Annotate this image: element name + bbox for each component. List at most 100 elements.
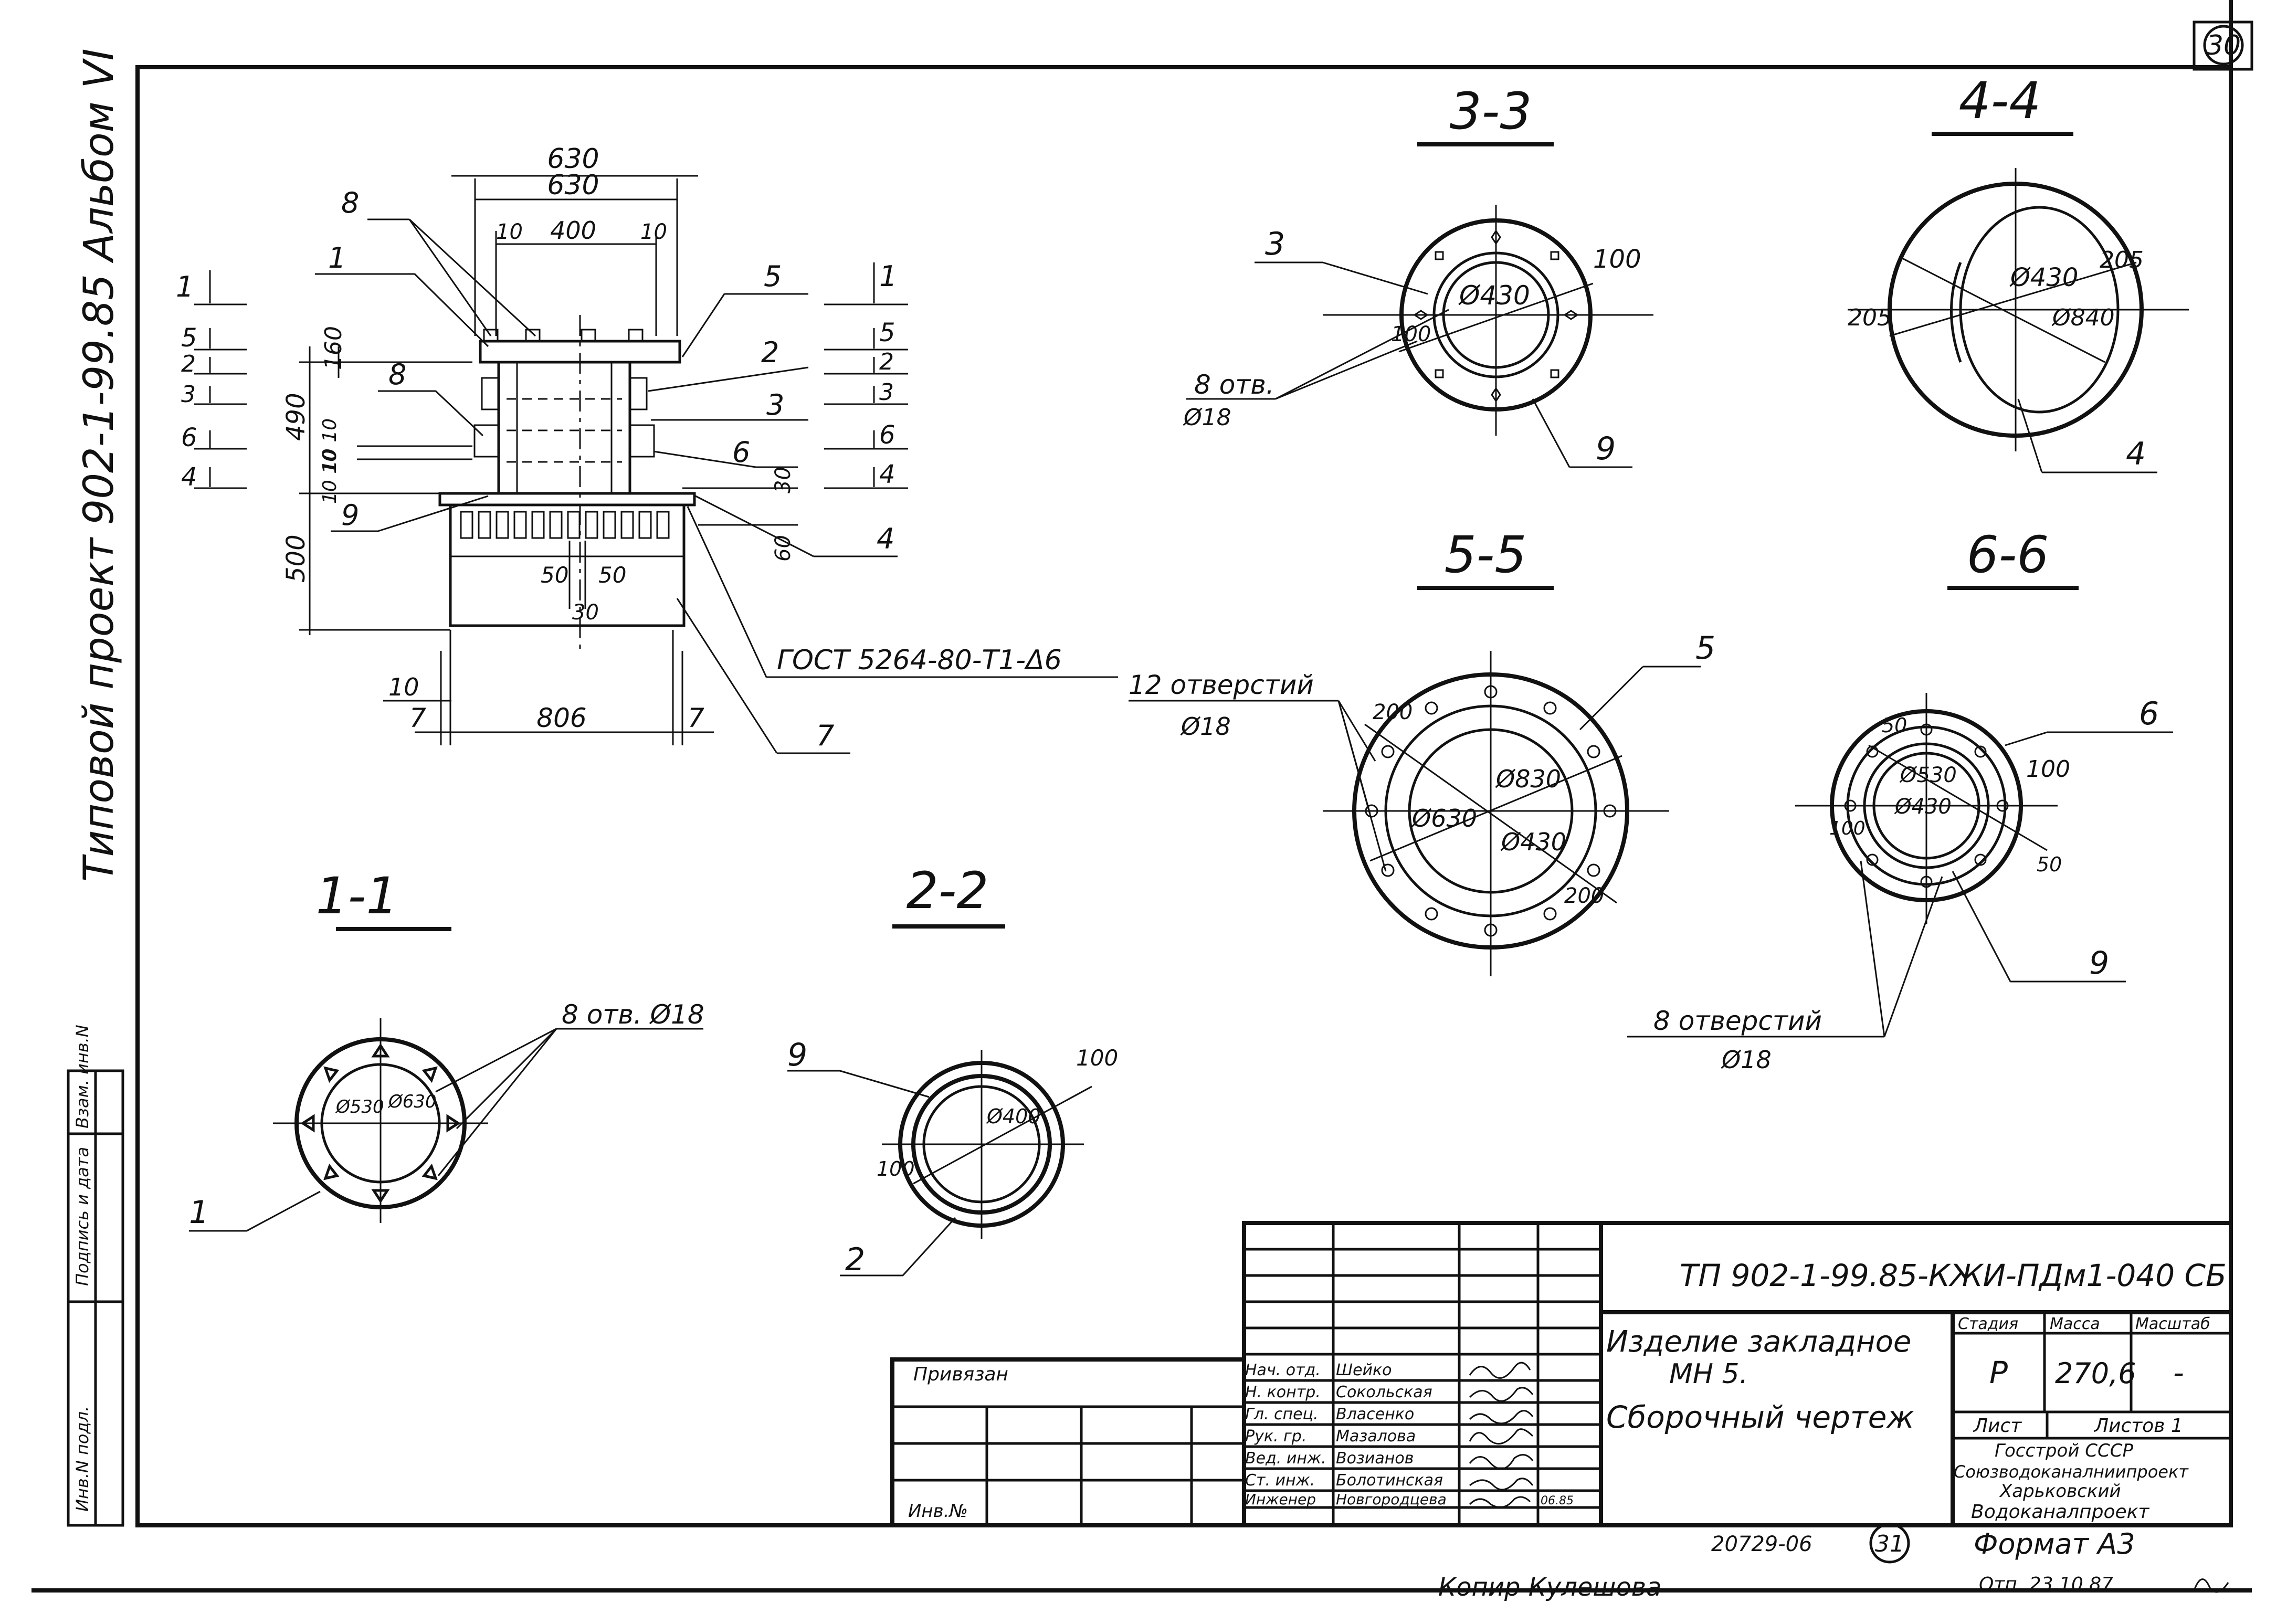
section-mark-right: 4 [879, 460, 895, 489]
dim-label: 400 [550, 216, 596, 245]
footer: 20729-06 31 Формат А3 Копир Кулешова Отп… [1438, 1523, 2229, 1602]
dim-label: Ø430 [1500, 828, 1566, 856]
dim-label: 630 [547, 170, 599, 201]
callout-5: 5 [1695, 630, 1715, 667]
product-code: МН 5. [1669, 1358, 1748, 1390]
dim-label: Ø430 [2009, 263, 2078, 292]
dim-label: 630 [547, 143, 599, 175]
dim-label: Ø430 [1458, 280, 1530, 311]
section-title: 4-4 [1959, 71, 2041, 130]
dim-label: 10 10 [319, 450, 341, 504]
dim-label: 7 [688, 703, 704, 733]
section-5-5: 5-5 Ø830 Ø630 Ø430 200 200 12 отверстий … [1129, 525, 1715, 976]
section-mark-left: 2 [181, 351, 196, 377]
section-1-1: 1-1 Ø530 Ø630 8 отв. Ø18 1 [189, 867, 704, 1232]
dim-label: 50 [598, 562, 626, 588]
weld-note: ГОСТ 5264-80-Т1-Δ6 [777, 645, 1062, 676]
dim-label: 50 [2037, 853, 2062, 876]
section-mark-left: 4 [181, 462, 197, 492]
callout-9: 9 [787, 1037, 807, 1073]
dim-label: Ø400 [986, 1105, 1040, 1128]
section-mark-left: 3 [181, 381, 196, 408]
role-label: Ст. инж. [1245, 1471, 1315, 1490]
role-label: Вед. инж. [1245, 1449, 1326, 1468]
dim-label: 200 [1373, 700, 1413, 724]
org-name: Водоканалпроект [1971, 1501, 2149, 1523]
callout-6: 6 [732, 436, 750, 469]
scale-value: - [2173, 1355, 2184, 1390]
callout-4: 4 [2126, 436, 2146, 472]
section-note: 8 отв. [1194, 370, 1274, 400]
dim-label: 205 [1848, 304, 1892, 331]
dim-label: 100 [2026, 756, 2070, 783]
corner-number-circle [2203, 25, 2244, 66]
footer-check: Отп. 23.10.87 [1979, 1574, 2113, 1595]
stage-value: Р [1989, 1355, 2008, 1390]
dim-label: Ø530 [335, 1096, 384, 1117]
dim-label: Ø840 [2051, 304, 2115, 331]
role-label: Нач. отд. [1245, 1361, 1321, 1379]
callout-1: 1 [328, 241, 346, 275]
section-mark-left: 5 [181, 323, 197, 353]
dim-label: 10 [640, 220, 667, 244]
dim-label: 100 [1391, 322, 1431, 346]
role-label: Н. контр. [1245, 1383, 1321, 1401]
sheet-label: Лист [1973, 1415, 2022, 1437]
dim-label: 160 [320, 326, 347, 370]
role-label: Рук. гр. [1245, 1427, 1306, 1446]
dim-label: Ø630 [1411, 804, 1477, 832]
side-title: Типовой проект 902-1-99.85 Альбом VI [76, 48, 123, 882]
role-label: Инженер [1245, 1491, 1316, 1508]
dim-label: 100 [1076, 1045, 1118, 1071]
callout-8: 8 [341, 186, 359, 219]
callout-5: 5 [764, 260, 782, 293]
dim-label: 100 [1593, 245, 1641, 274]
elevation-view: 630 630 10 400 10 160 490 10 10 10 10 50… [176, 143, 1118, 754]
org-name: Харьковский [1999, 1481, 2121, 1502]
dim-label: 10 [388, 673, 419, 701]
dim-label: Ø430 [1894, 795, 1952, 819]
dim-label: 500 [281, 534, 311, 583]
person-name: Сокольская [1336, 1383, 1432, 1401]
section-mark-right: 1 [879, 260, 897, 293]
person-name: Болотинская [1336, 1471, 1443, 1490]
callout-6: 6 [2139, 695, 2159, 732]
dim-label: 30 [572, 600, 599, 625]
dim-label: 50 [541, 562, 568, 588]
section-2-2: 2-2 Ø400 100 100 9 2 [787, 861, 1118, 1278]
callout-7: 7 [816, 719, 834, 752]
drawing-type: Сборочный чертеж [1606, 1399, 1914, 1435]
person-name: Мазалова [1336, 1427, 1416, 1446]
dim-label: 100 [877, 1157, 915, 1180]
side-stamp-cell: Взам. инв.N [72, 1025, 92, 1129]
callout-2: 2 [761, 336, 779, 369]
signatures [1469, 1362, 1534, 1509]
corner-number: 30 [2206, 30, 2241, 61]
dim-label: 490 [281, 393, 311, 441]
section-title: 5-5 [1445, 525, 1527, 584]
section-mark-right: 3 [879, 379, 894, 406]
person-name: Новгородцева [1336, 1491, 1447, 1508]
dim-label: 10 10 [319, 418, 341, 472]
date-cell: 06.85 [1541, 1494, 1574, 1507]
callout-3: 3 [766, 388, 784, 421]
callout-9: 9 [1596, 430, 1616, 467]
mass-value: 270,6 [2055, 1357, 2136, 1390]
section-note: Ø18 [1721, 1046, 1772, 1074]
callout-2: 2 [845, 1241, 865, 1278]
section-title: 3-3 [1450, 82, 1532, 141]
title-block: Привязан Инв.№ Нач. отд. Н. контр. Гл. с… [890, 1221, 2233, 1527]
section-note: Ø18 [1180, 712, 1231, 741]
dim-label: 100 [1829, 818, 1866, 839]
dim-label: 50 [1882, 714, 1907, 737]
callout-9: 9 [2089, 945, 2109, 982]
footer-number: 20729-06 [1711, 1532, 1812, 1556]
section-note: 8 отв. Ø18 [562, 999, 704, 1030]
dim-label: 7 [409, 703, 426, 733]
dim-label: Ø830 [1495, 765, 1561, 793]
document-code: ТП 902-1-99.85-КЖИ-ПДм1-040 СБ [1680, 1258, 2227, 1293]
dim-label: 30 [771, 467, 795, 493]
section-note: Ø18 [1183, 404, 1231, 431]
section-note: 8 отверстий [1653, 1006, 1822, 1036]
